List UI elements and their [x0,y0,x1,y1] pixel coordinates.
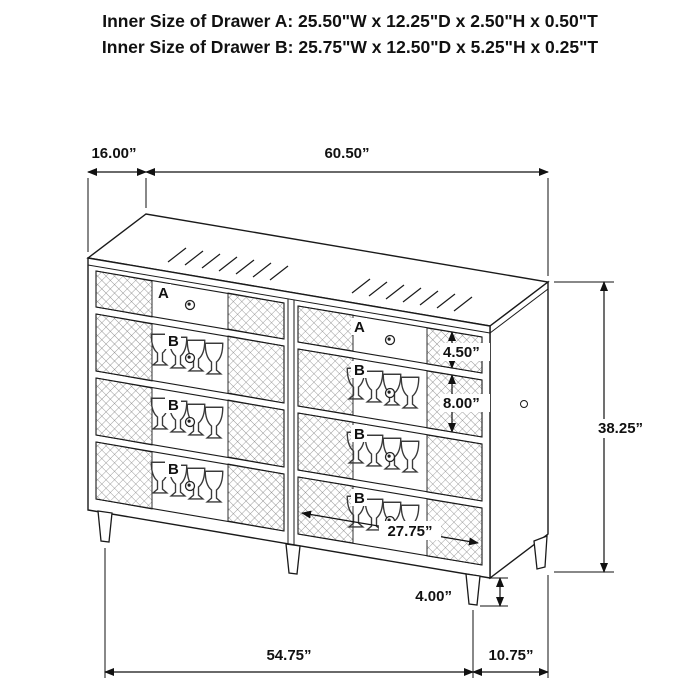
label-backing [165,396,181,413]
drawer-hatch-right [227,335,285,404]
dimension-base-width: 54.75” [104,548,474,678]
label-backing [440,343,490,361]
dimension-drawer-b-height: 8.00” [440,374,490,433]
dimension-top-depth: 16.00” [87,145,147,252]
drawer-label-a-left: A [158,285,169,302]
drawer-hatch-left [297,476,354,544]
dim-overall-height-label: 38.25” [598,420,643,437]
drawer-hatch-left [95,377,153,446]
drawer-hatch-left [95,441,153,510]
drawer-label-a-right: A [354,319,365,336]
drawer-a-left: A [95,270,285,340]
label-backing [351,425,367,442]
dresser-legs [97,510,548,606]
dim-base-width-label: 54.75” [266,647,311,664]
front-right-leg [465,573,481,606]
dimension-drawer-width: 27.75” [301,510,479,546]
knob-icon [184,299,196,311]
drawer-hatch-right [227,463,285,532]
top-board-edge-side [489,288,549,334]
label-backing [379,521,441,540]
label-backing [165,460,181,477]
top-board-edge-front [87,264,491,334]
drawer-hatch-left [297,305,354,352]
dimension-top-width: 60.50” [145,145,549,276]
back-right-leg [533,535,548,570]
label-backing [155,284,171,301]
dim-leg-height-label: 4.00” [415,588,452,605]
drawer-hatch-left [297,412,354,480]
top-surface-hatch-marks-right [351,278,473,312]
title-line-drawer-b: Inner Size of Drawer B: 25.75"W x 12.50"… [101,37,599,57]
drawer-b-left-3: B [95,441,285,532]
front-middle-leg [285,543,301,575]
knob-icon [384,451,396,463]
knob-icon [384,387,396,399]
label-backing [351,361,367,378]
drawer-b-right-1: B [297,348,483,438]
drawer-label-b-left-1: B [168,333,179,350]
drawer-hatch-left [95,313,153,382]
dimension-leg-height: 4.00” [415,577,508,607]
dim-drawer-width-label: 27.75” [387,523,432,540]
knob-icon [184,416,196,428]
drawer-label-b-right-3: B [354,490,365,507]
drawer-label-b-left-2: B [168,397,179,414]
side-panel-peg [520,400,528,408]
drawer-size-title: Inner Size of Drawer A: 25.50"W x 12.25"… [0,8,700,60]
title-line-drawer-a: Inner Size of Drawer A: 25.50"W x 12.25"… [102,11,598,31]
drawer-b-right-2: B [297,412,483,502]
dim-base-depth-label: 10.75” [488,647,533,664]
drawer-b-left-1: B [95,313,285,404]
drawer-hatch-right [426,434,483,502]
dimension-overall-height: 38.25” [554,281,654,573]
drawer-label-b-right-2: B [354,426,365,443]
label-backing [351,318,367,335]
drawer-label-b-right-1: B [354,362,365,379]
drawer-label-b-left-3: B [168,461,179,478]
dimension-drawer-a-height: 4.50” [440,331,490,369]
knob-icon [184,352,196,364]
dimension-base-depth: 10.75” [472,575,549,678]
front-left-leg [97,510,113,543]
label-backing [165,332,181,349]
knob-icon [384,334,396,346]
dim-top-width-label: 60.50” [324,145,369,162]
drawer-b-left-2: B [95,377,285,468]
drawer-hatch-right [227,399,285,468]
dim-drawer-b-height-label: 8.00” [443,395,480,412]
label-backing [440,394,490,412]
top-surface-hatch-marks-left [167,247,289,281]
label-backing [351,489,367,506]
drawer-hatch-right [227,292,285,340]
label-backing [596,419,654,438]
dim-top-depth-label: 16.00” [91,145,136,162]
knob-icon [184,480,196,492]
drawer-hatch-left [297,348,354,416]
drawer-hatch-left [95,270,153,318]
dim-drawer-a-height-label: 4.50” [443,344,480,361]
